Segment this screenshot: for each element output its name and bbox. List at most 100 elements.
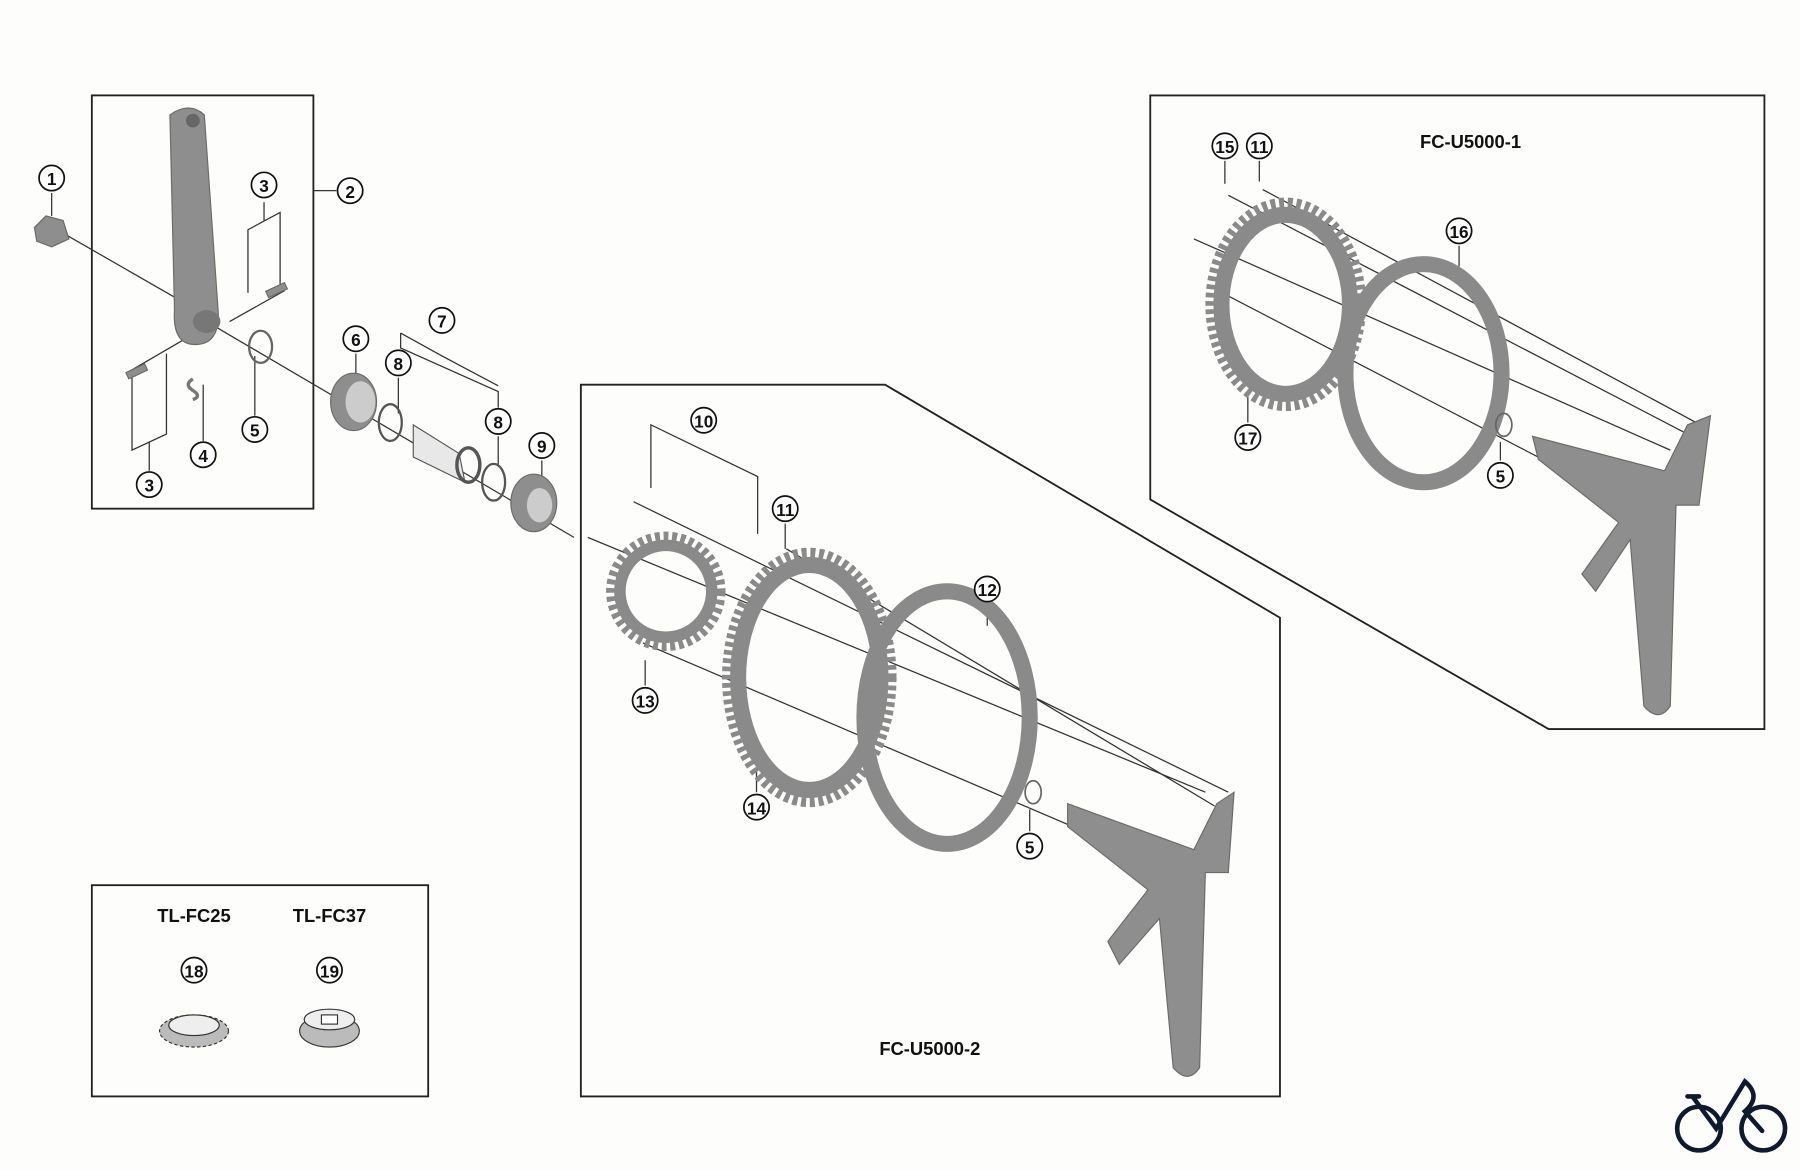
fc-u5000-2-box — [579, 383, 1281, 1098]
callout-number: 16 — [1449, 222, 1468, 242]
callout-number: 6 — [351, 330, 361, 350]
callout-number: 19 — [320, 961, 339, 981]
callout-circle — [743, 793, 770, 821]
spacer — [377, 403, 403, 443]
callout-circle — [528, 432, 556, 460]
callout-18: 18 — [180, 956, 208, 984]
callout-16: 16 — [1445, 217, 1473, 245]
bolt — [264, 281, 289, 299]
callout-3: 3 — [135, 471, 163, 499]
callout-number: 5 — [1496, 467, 1506, 487]
crank-arm-right-1 — [1531, 414, 1712, 716]
crank-arm-right-2 — [1067, 791, 1235, 1077]
chainring-small — [606, 531, 726, 652]
callout-number: 11 — [1250, 137, 1269, 157]
bolt — [125, 363, 149, 380]
callout-circle — [315, 956, 343, 984]
crank-cap — [33, 215, 70, 248]
callout-number: 13 — [636, 692, 655, 712]
callout-number: 5 — [250, 421, 260, 441]
tools-box — [90, 884, 430, 1098]
callout-3: 3 — [250, 171, 278, 199]
callout-15: 15 — [1211, 132, 1239, 160]
chainring-large — [722, 547, 897, 808]
callout-circle — [1016, 832, 1044, 860]
callout-8: 8 — [484, 407, 512, 435]
bb-cup-right — [510, 473, 558, 533]
callout-circle — [973, 575, 1001, 603]
callout-circle — [771, 495, 799, 523]
callout-number: 10 — [694, 411, 713, 431]
callout-13: 13 — [631, 686, 659, 714]
callout-19: 19 — [315, 956, 343, 984]
callout-7: 7 — [428, 306, 456, 334]
callout-11: 11 — [771, 495, 799, 523]
tool-tl-fc25 — [158, 1014, 230, 1048]
callout-5: 5 — [1016, 832, 1044, 860]
callout-10: 10 — [690, 406, 718, 434]
callout-circle — [1245, 132, 1273, 160]
callout-12: 12 — [973, 575, 1001, 603]
callout-number: 5 — [1025, 837, 1035, 857]
o-ring — [247, 329, 274, 365]
callout-circle — [250, 171, 278, 199]
o-ring — [1024, 779, 1043, 805]
callout-number: 3 — [259, 176, 269, 196]
callout-circle — [384, 349, 412, 377]
callout-circle — [1445, 217, 1473, 245]
callout-circle — [631, 686, 659, 714]
callout-number: 7 — [437, 312, 447, 332]
callout-5: 5 — [241, 415, 269, 443]
crank-arm-left — [169, 107, 221, 346]
left-crank-box — [90, 94, 315, 510]
callout-circle — [336, 177, 364, 205]
callout-number: 8 — [493, 413, 503, 433]
callout-number: 8 — [394, 354, 404, 374]
o-ring — [1494, 412, 1513, 438]
callout-number: 17 — [1238, 429, 1257, 449]
callout-circle — [38, 164, 66, 192]
fc-u5000-1-box — [1149, 94, 1766, 730]
callout-circle — [690, 406, 718, 434]
spacer — [480, 462, 507, 502]
callout-6: 6 — [342, 325, 370, 353]
bb-cup-left — [330, 372, 378, 432]
callout-number: 12 — [978, 580, 997, 600]
callout-17: 17 — [1234, 423, 1262, 451]
callout-8: 8 — [384, 349, 412, 377]
tool-label-tl-fc37: TL-FC37 — [293, 905, 366, 926]
callout-circle — [484, 407, 512, 435]
bb-sleeve — [412, 423, 482, 484]
callout-1: 1 — [38, 164, 66, 192]
tool-tl-fc37 — [299, 1008, 360, 1048]
chain-guard-1 — [1337, 256, 1510, 491]
callout-circle — [1234, 423, 1262, 451]
callout-circle — [135, 471, 163, 499]
callout-14: 14 — [743, 793, 770, 821]
callout-2: 2 — [336, 177, 364, 205]
bike-logo-icon — [1674, 1077, 1788, 1153]
callout-9: 9 — [528, 432, 556, 460]
chain-guard-2 — [856, 583, 1038, 852]
callout-circle — [428, 306, 456, 334]
callout-number: 14 — [747, 798, 767, 818]
callout-5: 5 — [1486, 461, 1514, 489]
callout-4: 4 — [189, 441, 217, 469]
callout-11: 11 — [1245, 132, 1273, 160]
callout-number: 4 — [198, 446, 208, 466]
callout-circle — [1211, 132, 1239, 160]
callout-circle — [180, 956, 208, 984]
callout-number: 2 — [345, 182, 355, 202]
group-label-fc-u5000-2: FC-U5000-2 — [879, 1038, 980, 1059]
callout-number: 1 — [47, 169, 57, 189]
callout-number: 18 — [184, 961, 204, 981]
plate — [186, 377, 200, 402]
callout-circle — [241, 415, 269, 443]
group-label-fc-u5000-1: FC-U5000-1 — [1420, 131, 1521, 152]
callout-circle — [189, 441, 217, 469]
callout-circle — [342, 325, 370, 353]
callout-number: 9 — [537, 437, 547, 457]
callout-number: 3 — [144, 476, 154, 496]
callout-number: 15 — [1215, 137, 1235, 157]
